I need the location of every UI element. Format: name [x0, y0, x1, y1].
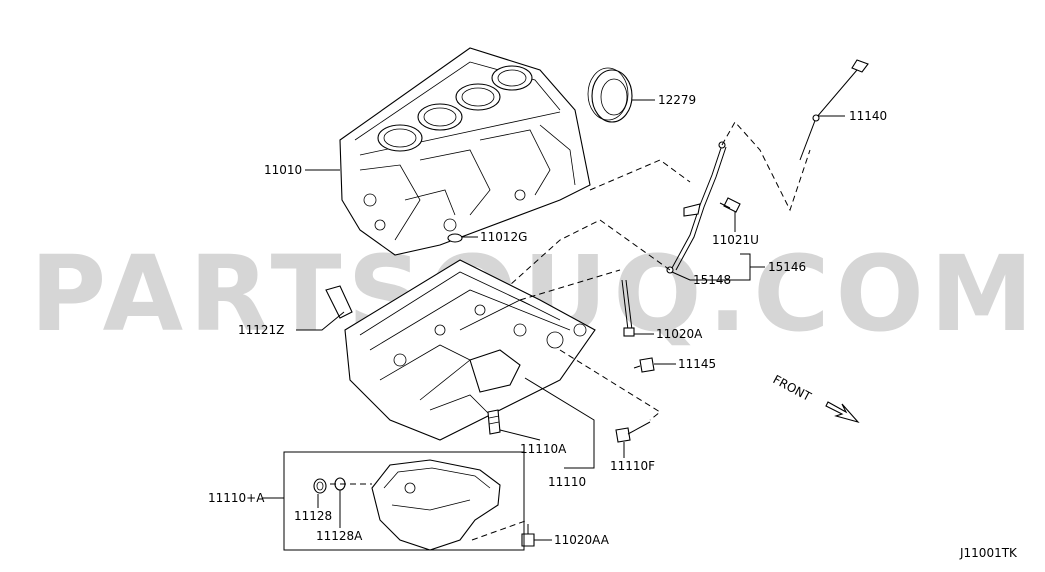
- callout-11110F[interactable]: 11110F: [610, 459, 655, 473]
- guide-bolt[interactable]: [719, 197, 741, 213]
- callout-11010[interactable]: 11010: [264, 163, 302, 177]
- plug[interactable]: [447, 233, 463, 243]
- front-arrow-icon: [825, 401, 860, 424]
- leader-15146-bracket: [740, 253, 765, 281]
- front-indicator: FRONT: [771, 372, 860, 424]
- callout-11020AA[interactable]: 11020AA: [554, 533, 610, 547]
- callout-11021U[interactable]: 11021U: [712, 233, 759, 247]
- rear-oil-seal[interactable]: [587, 67, 633, 123]
- callout-11012G[interactable]: 11012G: [480, 230, 527, 244]
- leader-11110: [524, 377, 595, 469]
- callout-11020A[interactable]: 11020A: [656, 327, 703, 341]
- leader-15148: [671, 271, 745, 281]
- leader-11121Z: [296, 311, 345, 331]
- assembly-line-2: [721, 121, 811, 212]
- oil-pressure-switch[interactable]: [633, 357, 655, 373]
- baffle-plate[interactable]: [325, 285, 353, 319]
- callout-11145[interactable]: 11145: [678, 357, 716, 371]
- callout-12279[interactable]: 12279: [658, 93, 696, 107]
- pan-bolt[interactable]: [521, 524, 535, 547]
- front-label: FRONT: [771, 372, 814, 404]
- drain-plug[interactable]: [313, 478, 327, 494]
- cylinder-block[interactable]: [339, 47, 591, 256]
- callout-11140[interactable]: 11140: [849, 109, 887, 123]
- oil-level-gauge[interactable]: [799, 59, 869, 161]
- callout-11121Z[interactable]: 11121Z: [238, 323, 284, 337]
- oil-gauge-guide[interactable]: [666, 141, 727, 274]
- figure-code: J11001TK: [959, 546, 1018, 560]
- callout-11110plusA[interactable]: 11110+A: [208, 491, 265, 505]
- assembly-line-3: [509, 219, 671, 286]
- lower-block-frame[interactable]: [344, 259, 596, 441]
- callout-11110A[interactable]: 11110A: [520, 442, 567, 456]
- assembly-line-1: [589, 159, 691, 191]
- oil-pan-group-box: [283, 451, 525, 551]
- assembly-line-4: [519, 269, 621, 301]
- long-bolt[interactable]: [621, 279, 635, 337]
- leader-11110A: [499, 429, 541, 441]
- assembly-line-7: [471, 519, 529, 541]
- oil-pan[interactable]: [371, 459, 501, 551]
- callout-11128A[interactable]: 11128A: [316, 529, 363, 543]
- callout-15148[interactable]: 15148: [693, 273, 731, 287]
- oil-pump[interactable]: [469, 349, 521, 435]
- callout-11128[interactable]: 11128: [294, 509, 332, 523]
- callout-15146[interactable]: 15146: [768, 260, 806, 274]
- callout-11110[interactable]: 11110: [548, 475, 586, 489]
- flange-bolt[interactable]: [615, 421, 651, 443]
